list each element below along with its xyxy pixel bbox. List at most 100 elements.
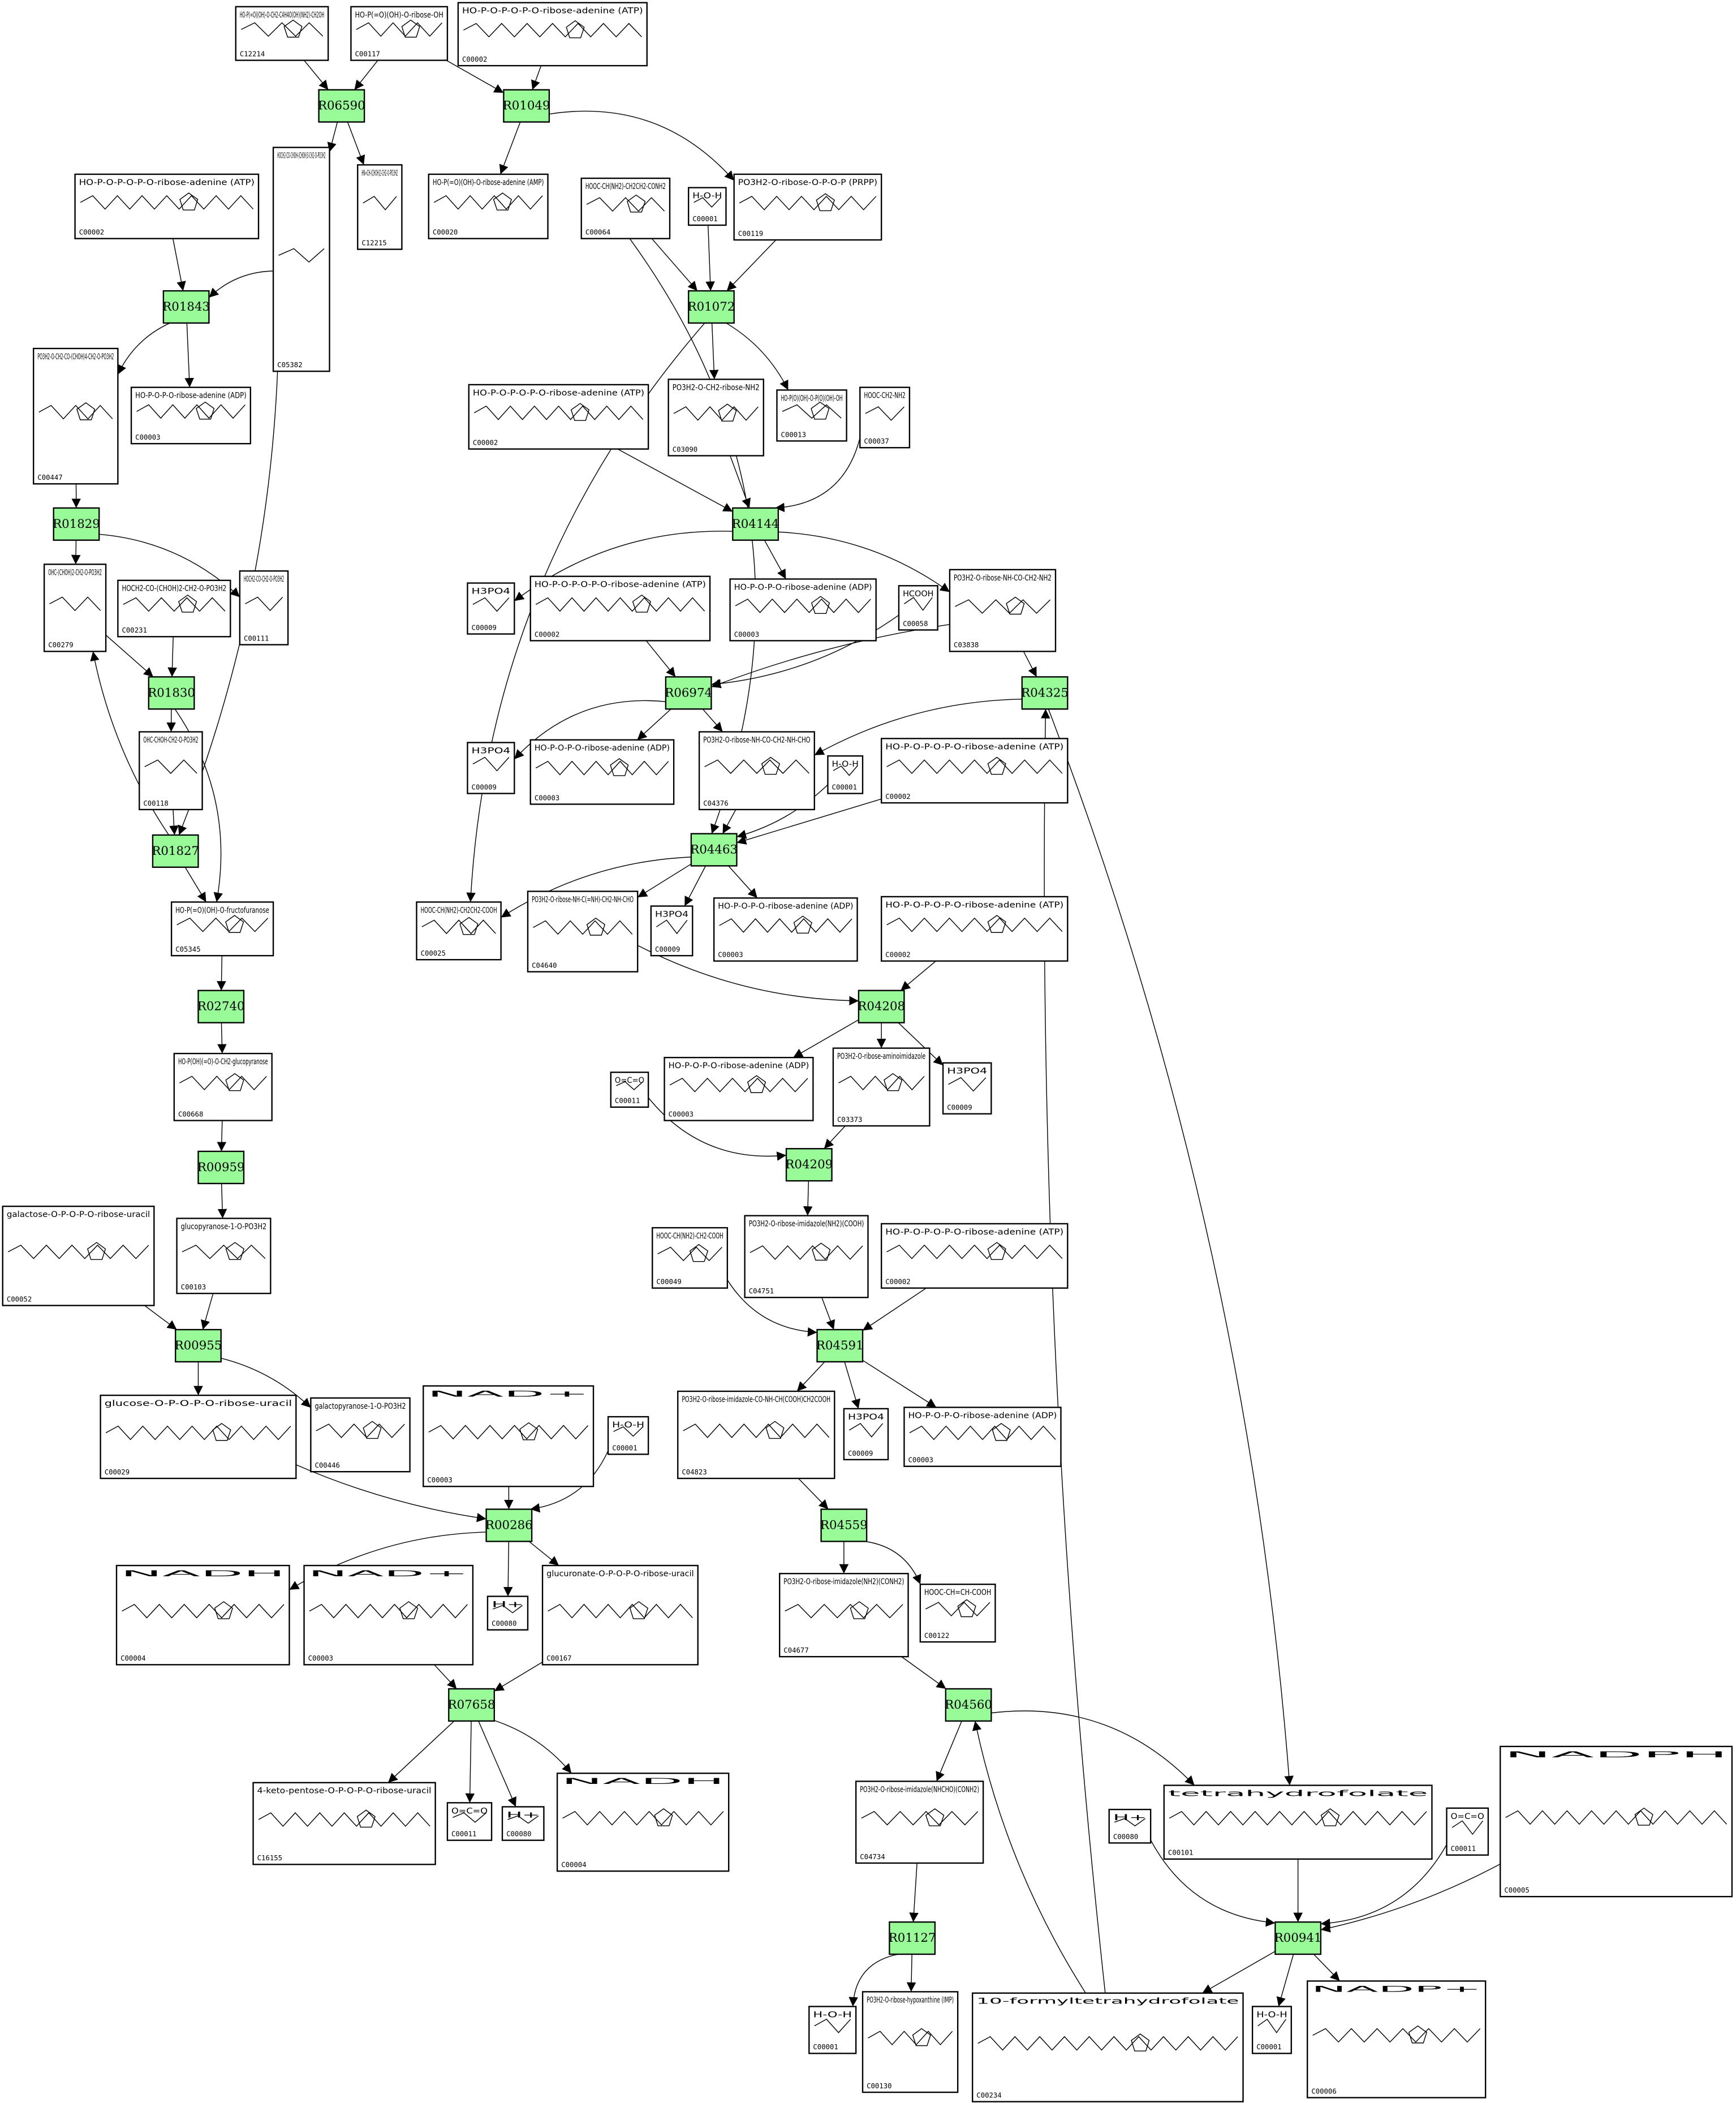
reaction-node-r04209[interactable]: R04209 [785,1148,833,1182]
compound-node-c00002[interactable]: HO-P-O-P-O-P-O-ribose-adenine (ATP)C0000… [74,173,260,239]
compound-node-c00002[interactable]: HO-P-O-P-O-P-O-ribose-adenine (ATP)C0000… [880,738,1069,804]
reaction-node-r00959[interactable]: R00959 [197,1150,245,1185]
reaction-node-r04463[interactable]: R04463 [690,833,738,867]
compound-node-c00080[interactable]: H+C00080 [501,1806,545,1841]
compound-node-c00003[interactable]: HO-P-O-P-O-ribose-adenine (ADP)C00003 [529,739,675,805]
compound-node-c00003[interactable]: HO-P-O-P-O-ribose-adenine (ADP)C00003 [713,897,858,962]
compound-node-c04823[interactable]: PO3H2-O-ribose-imidazole-CO-NH-CH(COOH)C… [677,1390,835,1480]
reaction-node-r01843[interactable]: R01843 [162,290,210,324]
reaction-node-r04208[interactable]: R04208 [858,990,905,1023]
reaction-node-r06974[interactable]: R06974 [665,676,712,710]
compound-node-c00002[interactable]: HO-P-O-P-O-P-O-ribose-adenine (ATP)C0000… [880,896,1069,962]
compound-node-c00003[interactable]: NAD+C00003 [423,1385,595,1487]
compound-node-c00003[interactable]: HO-P-O-P-O-ribose-adenine (ADP)C00003 [903,1407,1062,1467]
reaction-node-r07658[interactable]: R07658 [448,1688,496,1722]
reaction-node-r00286[interactable]: R00286 [485,1508,533,1542]
structure-image [1257,2018,1286,2033]
structure-formula: HO-P-O-P-O-P-O-ribose-adenine (ATP) [885,1228,1063,1237]
reaction-node-r04144[interactable]: R04144 [732,507,779,541]
reaction-node-r02740[interactable]: R02740 [197,990,245,1023]
reaction-node-r04591[interactable]: R04591 [816,1328,864,1363]
reaction-node-r01830[interactable]: R01830 [148,676,195,710]
reaction-node-r01827[interactable]: R01827 [152,834,199,868]
compound-frame [855,1781,984,1864]
reaction-node-r04325[interactable]: R04325 [1021,676,1069,710]
compound-node-c00167[interactable]: glucuronate-O-P-O-P-O-ribose-uracilC0016… [541,1564,699,1666]
reaction-node-r01127[interactable]: R01127 [889,1921,936,1955]
compound-node-c04640[interactable]: PO3H2-O-ribose-NH-C(=NH)-CH2-NH-CHOC0464… [527,891,639,973]
compound-node-c00003[interactable]: HO-P-O-P-O-ribose-adenine (ADP)C00003 [729,578,877,642]
structure-formula: O=C=O [615,1076,644,1085]
compound-node-c00002[interactable]: HO-P-O-P-O-P-O-ribose-adenine (ATP)C0000… [880,1223,1069,1289]
compound-node-c00006[interactable]: NADP+C00006 [1307,1980,1487,2098]
compound-node-c00020[interactable]: HO-P(=O)(OH)-O-ribose-adenine (AMP)C0002… [428,173,549,239]
compound-node-c00119[interactable]: PO3H2-O-ribose-O-P-O-P (PRPP)C00119 [733,173,882,241]
compound-node-c00002[interactable]: HO-P-O-P-O-P-O-ribose-adenine (ATP)C0000… [457,2,648,67]
compound-node-c00130[interactable]: PO3H2-O-ribose-hypoxanthine (IMP)C00130 [861,1991,959,2093]
compound-node-c00002[interactable]: HO-P-O-P-O-P-O-ribose-adenine (ATP)C0000… [468,384,649,450]
compound-node-c04677[interactable]: PO3H2-O-ribose-imidazole(NH2)(CONH2)C046… [779,1573,909,1658]
reaction-node-r06590[interactable]: R06590 [318,89,365,123]
reaction-node-r00941[interactable]: R00941 [1274,1921,1322,1955]
reaction-node-r01049[interactable]: R01049 [503,89,550,123]
compound-node-c04734[interactable]: PO3H2-O-ribose-imidazole(NHCHO)(CONH2)C0… [855,1781,984,1864]
reaction-node-r01072[interactable]: R01072 [688,290,735,324]
compound-node-c04751[interactable]: PO3H2-O-ribose-imidazole(NH2)(COOH)C0475… [744,1215,869,1298]
compound-node-c00003[interactable]: HO-P-O-P-O-ribose-adenine (ADP)C00003 [130,386,252,445]
reaction-node-r01829[interactable]: R01829 [53,507,100,541]
compound-node-c00003[interactable]: NAD+C00003 [303,1564,474,1666]
compound-node-c00002[interactable]: HO-P-O-P-O-P-O-ribose-adenine (ATP)C0000… [529,575,711,642]
reaction-node-r04560[interactable]: R04560 [945,1688,992,1722]
reaction-node-r00955[interactable]: R00955 [175,1328,222,1363]
compound-node-c00080[interactable]: H+C00080 [486,1595,529,1631]
compound-node-c16155[interactable]: 4-keto-pentose-O-P-O-P-O-ribose-uracilC1… [252,1782,436,1865]
compound-node-c00080[interactable]: H+C00080 [1108,1808,1152,1844]
compound-node-c12214[interactable]: HO-P(=O)(OH)-O-CH2-C4H4O(OH)(NH2)-CH2OHC… [235,6,329,61]
reaction-node-r04559[interactable]: R04559 [820,1508,868,1542]
compound-node-c00003[interactable]: HO-P-O-P-O-ribose-adenine (ADP)C00003 [664,1056,814,1121]
